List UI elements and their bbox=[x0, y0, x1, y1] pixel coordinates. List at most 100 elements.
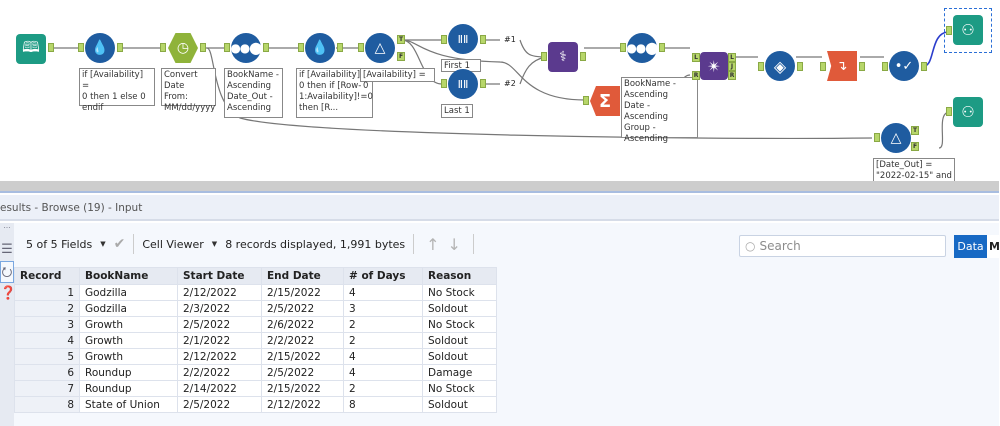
output-anchor[interactable] bbox=[580, 52, 586, 61]
cell-viewer-dropdown[interactable]: Cell Viewer bbox=[142, 237, 204, 251]
chevron-down-icon[interactable]: ▼ bbox=[211, 240, 218, 248]
left-input-anchor[interactable]: L bbox=[692, 53, 700, 62]
output-anchor[interactable] bbox=[263, 43, 269, 52]
table-cell[interactable]: 2/2/2022 bbox=[177, 364, 262, 381]
crosstab-tool[interactable]: ◈ bbox=[765, 51, 795, 81]
sample-last-tool[interactable]: ⅡⅡ bbox=[448, 69, 478, 99]
table-cell[interactable]: 2/12/2022 bbox=[261, 396, 344, 413]
output-anchor[interactable] bbox=[859, 62, 865, 71]
right-input-anchor[interactable]: R bbox=[692, 71, 700, 80]
workflow-canvas[interactable]: 🕮 💧 if [Availability] = 0 then 1 else 0 … bbox=[0, 0, 999, 182]
table-cell[interactable]: 2/15/2022 bbox=[261, 284, 344, 301]
join-tool[interactable]: ✴ bbox=[700, 52, 728, 80]
table-cell[interactable]: Godzilla bbox=[79, 300, 178, 317]
checkmark-icon[interactable]: ✔ bbox=[113, 236, 126, 252]
column-header[interactable]: # of Days bbox=[343, 267, 423, 285]
record-number-cell[interactable]: 4 bbox=[14, 332, 80, 349]
table-cell[interactable]: 2/3/2022 bbox=[177, 300, 262, 317]
output-anchor[interactable] bbox=[921, 62, 927, 71]
filter-tool[interactable]: △ bbox=[881, 123, 911, 153]
table-cell[interactable]: Growth bbox=[79, 348, 178, 365]
union-tool[interactable]: ⚕ bbox=[548, 42, 578, 72]
table-cell[interactable]: No Stock bbox=[422, 316, 497, 333]
arrow-up-icon[interactable]: ↑ bbox=[426, 234, 440, 254]
output-anchor[interactable] bbox=[797, 62, 803, 71]
table-cell[interactable]: Soldout bbox=[422, 348, 497, 365]
true-anchor[interactable]: T bbox=[397, 35, 405, 44]
pane-splitter[interactable] bbox=[0, 181, 999, 193]
chevron-down-icon[interactable]: ▼ bbox=[100, 240, 106, 248]
output-anchor[interactable] bbox=[480, 79, 486, 88]
table-cell[interactable]: 2 bbox=[343, 380, 423, 397]
input-anchor[interactable] bbox=[441, 35, 447, 44]
sort-tool[interactable]: ●●⬤ bbox=[626, 33, 659, 63]
input-anchor[interactable] bbox=[541, 52, 547, 61]
input-anchor[interactable] bbox=[583, 96, 589, 105]
transpose-tool[interactable]: ↴ bbox=[827, 51, 857, 81]
input-anchor[interactable] bbox=[224, 43, 230, 52]
sample-first-tool[interactable]: ⅡⅡ bbox=[448, 24, 478, 54]
formula-tool[interactable]: 💧 bbox=[85, 33, 115, 63]
table-cell[interactable]: 2/5/2022 bbox=[177, 396, 262, 413]
input-anchor[interactable] bbox=[441, 79, 447, 88]
table-cell[interactable]: No Stock bbox=[422, 380, 497, 397]
summarize-tool[interactable]: Σ bbox=[590, 86, 620, 116]
table-cell[interactable]: Soldout bbox=[422, 332, 497, 349]
table-cell[interactable]: 2/12/2022 bbox=[177, 348, 262, 365]
output-anchor[interactable] bbox=[659, 43, 665, 52]
right-output-anchor[interactable]: R bbox=[728, 71, 736, 80]
table-cell[interactable]: 2/5/2022 bbox=[177, 316, 262, 333]
input-anchor[interactable] bbox=[160, 43, 166, 52]
arrow-down-icon[interactable]: ↓ bbox=[447, 234, 461, 254]
table-view-icon[interactable]: ☰ bbox=[1, 242, 13, 257]
false-anchor[interactable]: F bbox=[911, 142, 919, 151]
input-anchor[interactable] bbox=[358, 43, 364, 52]
table-cell[interactable]: 2/5/2022 bbox=[261, 364, 344, 381]
table-cell[interactable]: 8 bbox=[343, 396, 423, 413]
input-anchor[interactable] bbox=[882, 62, 888, 71]
table-cell[interactable]: Godzilla bbox=[79, 284, 178, 301]
table-cell[interactable]: Damage bbox=[422, 364, 497, 381]
output-anchor[interactable] bbox=[117, 43, 123, 52]
tool-config-icon[interactable]: ⭮ bbox=[0, 261, 14, 283]
metadata-tab[interactable]: M bbox=[987, 235, 1000, 258]
help-icon[interactable]: ❓ bbox=[0, 286, 17, 301]
join-output-anchor[interactable]: J bbox=[728, 62, 736, 71]
table-cell[interactable]: 2/6/2022 bbox=[261, 316, 344, 333]
table-cell[interactable]: Roundup bbox=[79, 364, 178, 381]
output-anchor[interactable] bbox=[480, 35, 486, 44]
input-anchor[interactable] bbox=[946, 26, 952, 35]
table-cell[interactable]: 2/2/2022 bbox=[261, 332, 344, 349]
table-cell[interactable]: Roundup bbox=[79, 380, 178, 397]
select-tool[interactable]: •✓ bbox=[889, 51, 919, 81]
table-cell[interactable]: 2 bbox=[343, 316, 423, 333]
false-anchor[interactable]: F bbox=[397, 52, 405, 61]
column-header[interactable]: Start Date bbox=[177, 267, 262, 285]
sort-tool[interactable]: ●●⬤ bbox=[230, 33, 263, 63]
table-cell[interactable]: 4 bbox=[343, 348, 423, 365]
browse-tool[interactable]: ⚇ bbox=[953, 15, 983, 45]
output-anchor[interactable] bbox=[48, 43, 54, 52]
output-anchor[interactable] bbox=[337, 43, 343, 52]
table-cell[interactable]: 2/1/2022 bbox=[177, 332, 262, 349]
input-anchor[interactable] bbox=[874, 133, 880, 142]
column-header[interactable]: End Date bbox=[261, 267, 344, 285]
table-cell[interactable]: 2/15/2022 bbox=[261, 348, 344, 365]
table-cell[interactable]: No Stock bbox=[422, 284, 497, 301]
input-anchor[interactable] bbox=[946, 107, 952, 116]
table-cell[interactable]: Growth bbox=[79, 332, 178, 349]
input-anchor[interactable] bbox=[820, 62, 826, 71]
input-anchor[interactable] bbox=[758, 62, 764, 71]
record-number-cell[interactable]: 5 bbox=[14, 348, 80, 365]
table-cell[interactable]: 2/15/2022 bbox=[261, 380, 344, 397]
table-cell[interactable]: 4 bbox=[343, 284, 423, 301]
record-number-cell[interactable]: 8 bbox=[14, 396, 80, 413]
table-cell[interactable]: Growth bbox=[79, 316, 178, 333]
multirow-formula-tool[interactable]: 💧 bbox=[305, 33, 335, 63]
